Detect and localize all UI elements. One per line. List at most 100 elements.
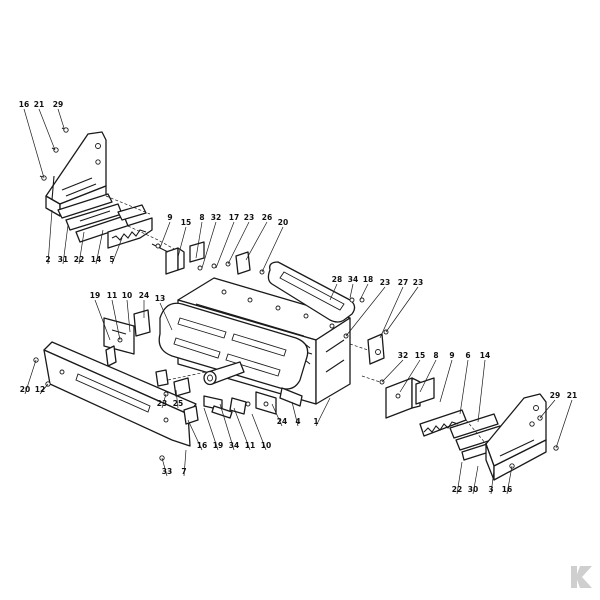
callout-leader-c12 (201, 221, 217, 269)
callout-leader-c20 (345, 286, 386, 337)
callout-label-c32: 6 (465, 351, 470, 360)
callout-leader-c50 (456, 461, 463, 495)
callout-label-c20: 23 (380, 278, 390, 287)
callout-label-c6: 22 (74, 255, 84, 264)
callout-leader-c21 (379, 286, 404, 339)
callout-leader-c8 (111, 237, 123, 265)
callout-label-c16: 20 (278, 218, 288, 227)
callout-label-c22: 23 (413, 278, 423, 287)
callout-label-c41: 11 (245, 441, 255, 450)
callout-label-c4: 2 (45, 255, 50, 264)
callout-label-c44: 4 (295, 417, 300, 426)
callout-leader-c14 (227, 221, 250, 265)
callout-leader-c24 (111, 299, 121, 341)
callout-label-c10: 15 (181, 218, 191, 227)
callout-leader-c10 (177, 226, 187, 258)
callout-label-c5: 31 (58, 255, 68, 264)
callout-label-c8: 5 (109, 255, 114, 264)
callout-leader-c49 (555, 399, 573, 449)
callout-leader-c5 (62, 224, 69, 265)
callout-leader-c44 (291, 401, 299, 427)
callout-leader-c22 (385, 286, 419, 333)
callout-label-c40: 34 (229, 441, 239, 450)
watermark-logo (571, 566, 592, 588)
callout-label-c28: 32 (398, 351, 408, 360)
callout-label-c35: 12 (35, 385, 45, 394)
callout-label-c50: 22 (452, 485, 462, 494)
callout-label-c47: 7 (181, 467, 186, 476)
callout-label-c43: 24 (277, 417, 287, 426)
callout-leader-c47 (183, 449, 187, 477)
callout-leader-c1 (23, 108, 45, 179)
callout-label-c39: 19 (213, 441, 223, 450)
callout-leader-c3 (57, 108, 65, 129)
callout-label-c45: 1 (313, 417, 318, 426)
left-bolts (39, 127, 177, 251)
callout-leader-c37 (175, 389, 179, 409)
callout-label-c33: 14 (480, 351, 490, 360)
callout-label-c15: 26 (262, 213, 272, 222)
callout-label-c21: 27 (398, 278, 408, 287)
callout-label-c49: 21 (567, 391, 577, 400)
callout-leader-c53 (506, 465, 513, 495)
callout-leader-c29 (399, 359, 421, 393)
callout-label-c46: 33 (162, 467, 172, 476)
lower-left-brackets (103, 309, 151, 367)
callout-label-c37: 25 (173, 399, 183, 408)
callout-leader-c19 (359, 283, 369, 301)
callout-leader-c25 (126, 299, 131, 333)
callout-leader-c4 (47, 209, 53, 265)
callout-leaders (23, 108, 573, 495)
callout-leader-c6 (78, 231, 85, 265)
callout-label-c29: 15 (415, 351, 425, 360)
callout-leader-c32 (459, 359, 469, 415)
callout-label-c3: 29 (53, 100, 63, 109)
callout-label-c12: 32 (211, 213, 221, 222)
callout-label-c7: 14 (91, 255, 101, 264)
slotted-cover (158, 302, 309, 390)
callout-label-c9: 9 (167, 213, 172, 222)
callout-label-c27: 13 (155, 294, 165, 303)
callout-label-c36: 23 (157, 399, 167, 408)
callout-leader-c18 (349, 283, 354, 299)
callout-label-c24: 11 (107, 291, 117, 300)
callout-label-c23: 19 (90, 291, 100, 300)
callout-label-c26: 24 (139, 291, 149, 300)
callout-leader-c13 (215, 221, 235, 269)
callout-label-c1: 16 (19, 100, 29, 109)
lower-left-beam (33, 341, 197, 461)
right-side-plate (465, 393, 559, 481)
callout-leader-c11 (195, 221, 203, 259)
callout-leader-c15 (245, 221, 268, 261)
callout-label-c52: 3 (488, 485, 493, 494)
callout-label-c48: 29 (550, 391, 560, 400)
callout-label-c53: 16 (502, 485, 512, 494)
callout-label-c17: 28 (332, 275, 342, 284)
callout-leader-c41 (233, 407, 251, 451)
callout-leader-c7 (95, 229, 104, 265)
callout-leader-c16 (261, 226, 284, 273)
callout-leader-c17 (329, 283, 338, 301)
callout-leader-c46 (161, 457, 168, 477)
callout-leader-c35 (39, 383, 49, 395)
callout-label-c2: 21 (34, 100, 44, 109)
callout-leader-c33 (477, 359, 486, 423)
callout-label-c30: 8 (433, 351, 438, 360)
lower-mid-brackets (155, 369, 303, 425)
callout-leader-c34 (24, 359, 37, 395)
callout-leader-c43 (271, 403, 283, 427)
callout-leader-c42 (251, 413, 267, 451)
callout-leader-c45 (315, 397, 331, 427)
callout-label-c31: 9 (449, 351, 454, 360)
callout-label-c25: 10 (122, 291, 132, 300)
callout-leader-c31 (439, 359, 453, 403)
callout-leader-c28 (381, 359, 404, 383)
callout-leader-c48 (539, 399, 556, 419)
upper-right-slotted-plate (267, 261, 356, 323)
frame-end-bracket (343, 297, 389, 365)
callout-label-c11: 8 (199, 213, 204, 222)
callout-leader-c40 (219, 403, 235, 451)
